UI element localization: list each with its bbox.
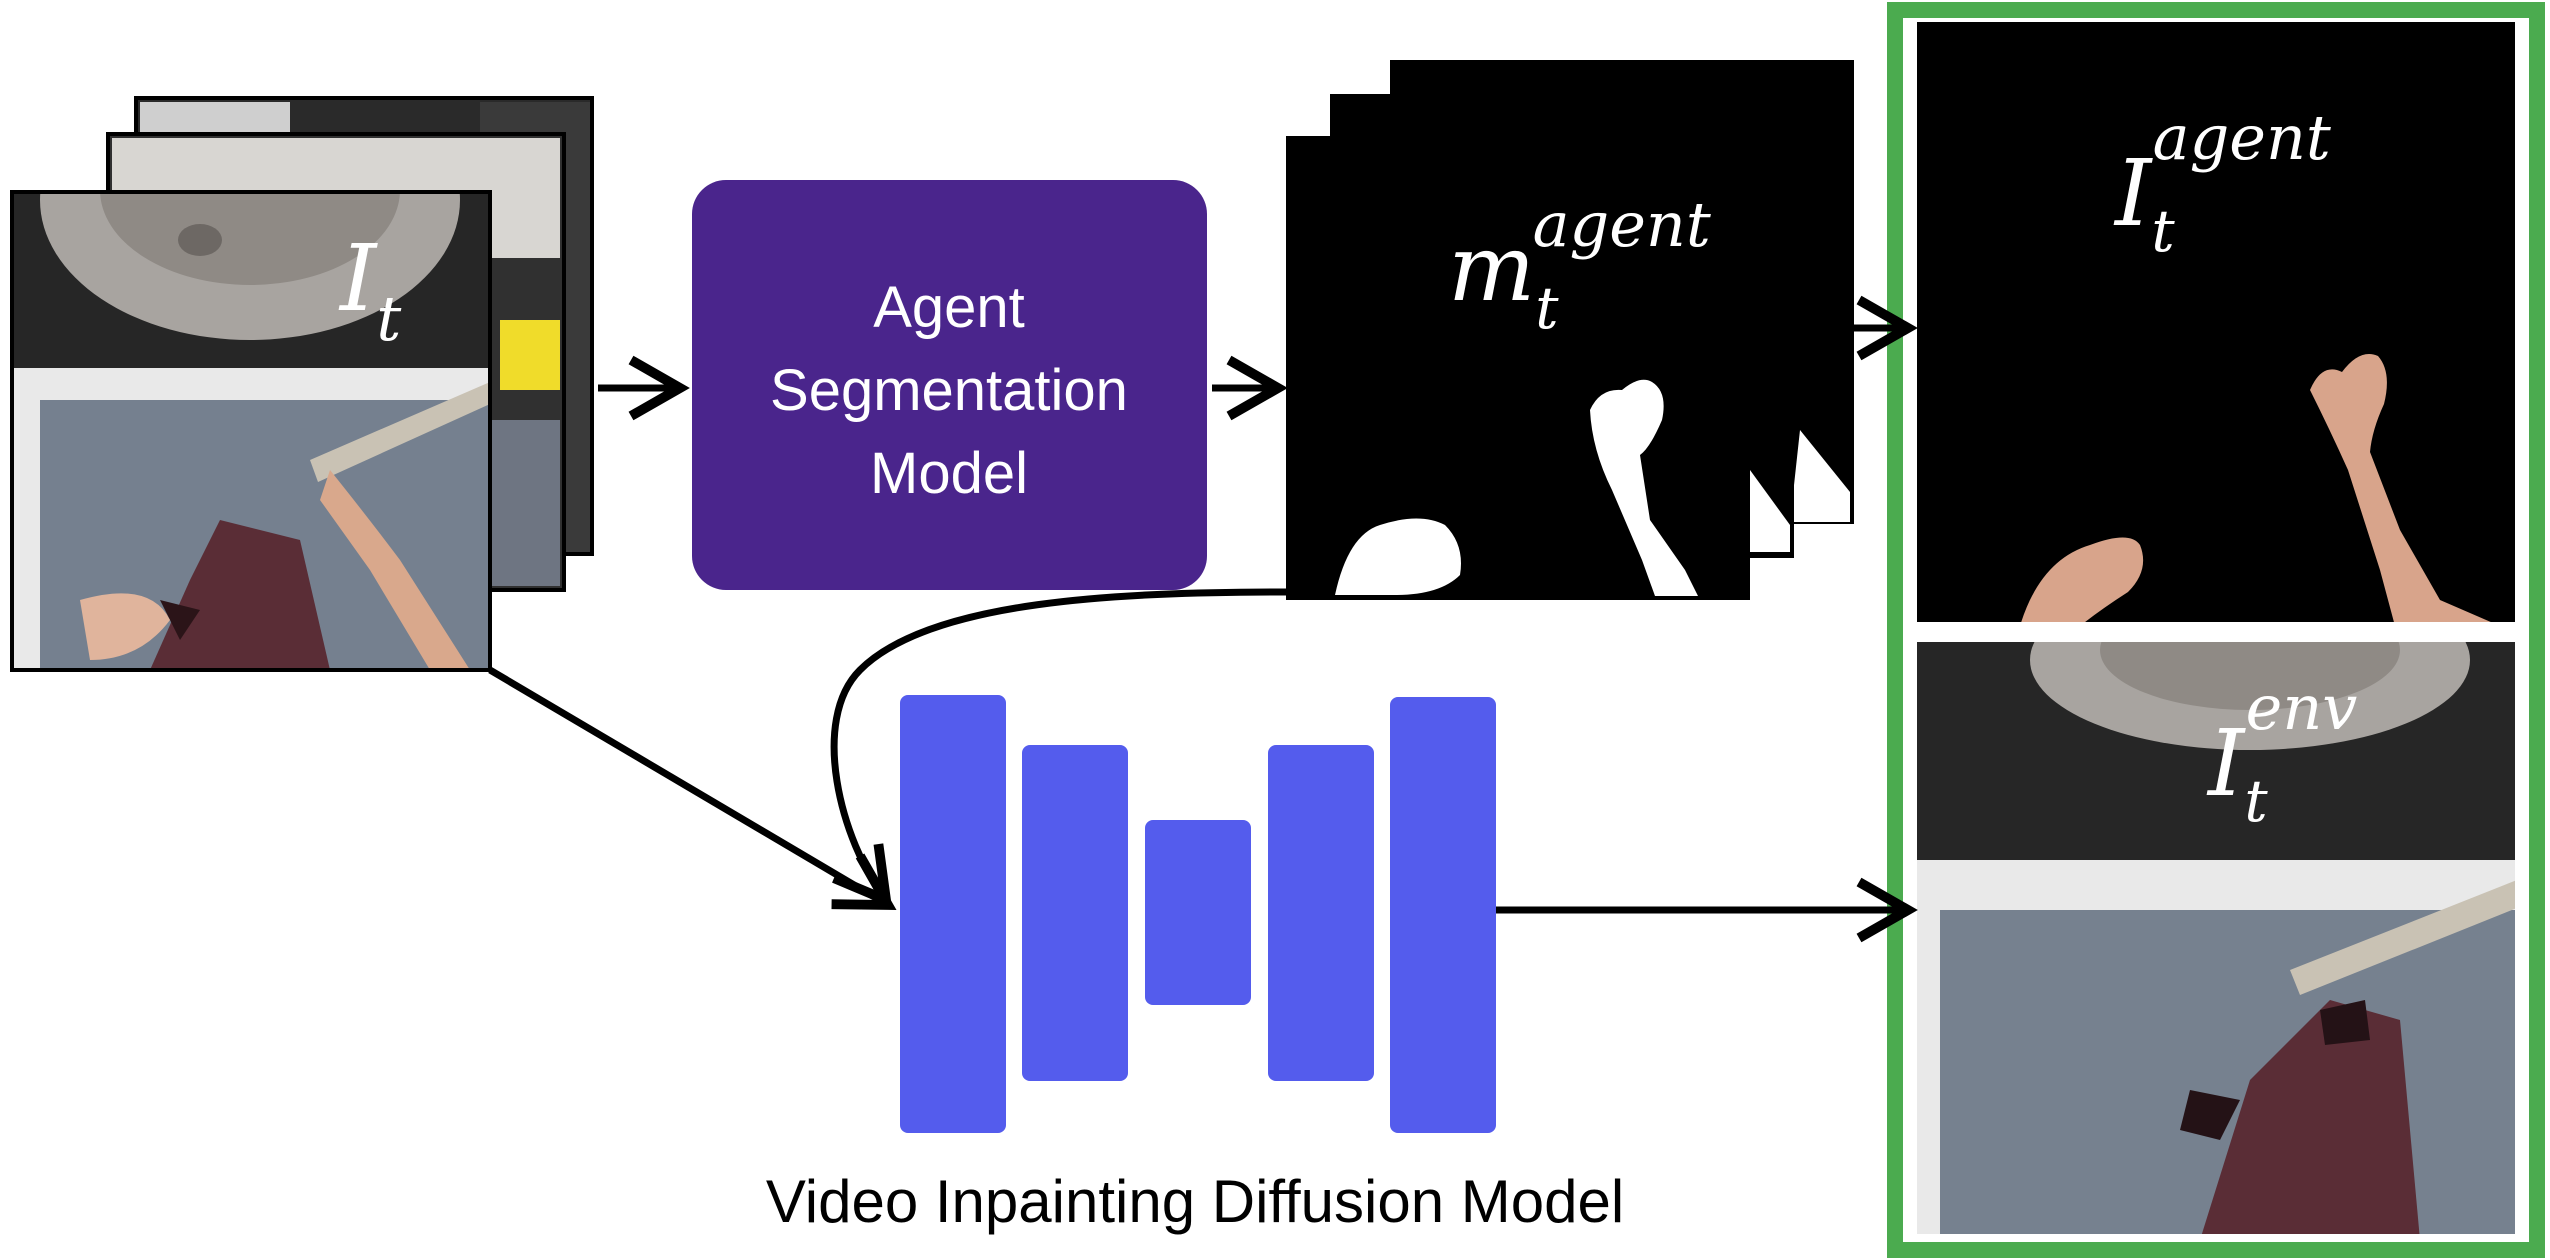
segmentation-label-line1: Agent (873, 275, 1025, 340)
input-frame-stack: It (10, 96, 594, 672)
segmentation-label-line2: Segmentation (770, 358, 1128, 423)
output-separator (1910, 626, 2515, 638)
env-output-symbol: Itenv (2206, 671, 2357, 835)
segmentation-label-line3: Model (870, 441, 1028, 506)
arrow-mask-to-diffusion (830, 588, 1289, 908)
mask-frame-stack: mtagent (1286, 60, 1854, 600)
unet-block-5 (1390, 697, 1496, 1133)
diffusion-model-caption: Video Inpainting Diffusion Model (766, 1168, 1624, 1235)
mask-frame-front (1286, 136, 1750, 600)
arrows (488, 295, 1918, 943)
output-panel: Itagent Itenv (1887, 2, 2545, 1258)
input-frame-front (12, 192, 490, 670)
unet-block-1 (900, 695, 1006, 1133)
mask-symbol: mtagent (1448, 188, 1711, 342)
arrow-input-to-diffusion (488, 666, 897, 911)
agent-segmentation-model-box: Agent Segmentation Model (692, 180, 1207, 590)
unet-block-2 (1022, 745, 1128, 1081)
unet-block-3 (1145, 820, 1251, 1005)
video-inpainting-diffusion-model: Video Inpainting Diffusion Model (766, 695, 1624, 1235)
agent-output-frame (1917, 22, 2515, 622)
agent-output-symbol: Itagent (2113, 101, 2331, 265)
unet-block-4 (1268, 745, 1374, 1081)
env-output-frame (1917, 642, 2515, 1234)
input-frame-symbol: It (338, 225, 401, 355)
